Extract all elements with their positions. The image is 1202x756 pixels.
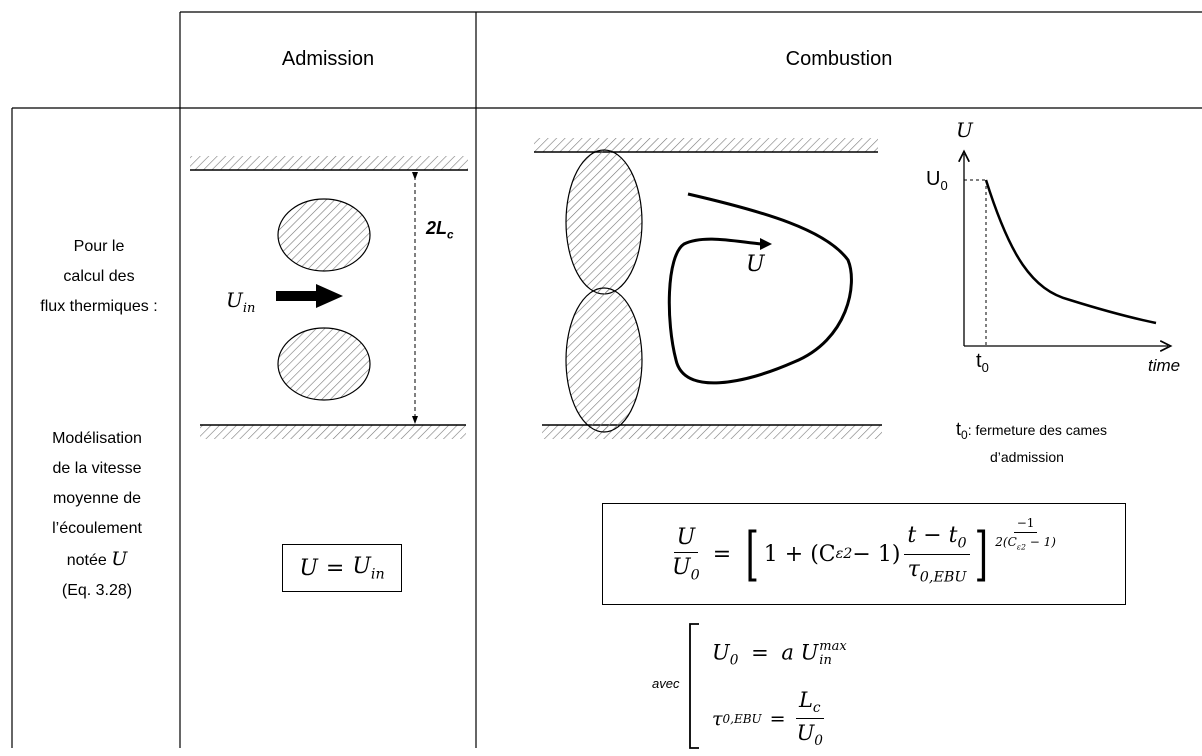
admission-valve-bottom	[277, 327, 371, 401]
left-line: Modélisation	[52, 430, 142, 447]
admission-valve-top	[277, 198, 371, 272]
swirl-flow-line	[667, 192, 853, 385]
eq-exponent-fraction: −1 2(Cε2 − 1)	[995, 516, 1056, 552]
admission-bottom-wall	[200, 425, 466, 439]
admission-top-wall	[190, 156, 468, 170]
inlet-arrow-shaft	[276, 291, 316, 301]
eq-lhs-fraction: U U0	[672, 524, 700, 584]
left-line: notée U	[66, 548, 128, 570]
avec-label: avec	[652, 676, 680, 691]
t0-note-line1: t0: fermeture des cames	[956, 419, 1107, 442]
combustion-diagram	[534, 138, 882, 439]
inlet-velocity-label: Uin	[226, 288, 256, 316]
combustion-valve-top	[565, 149, 643, 295]
left-var: U	[111, 548, 128, 570]
t0-note: t0: fermeture des cames d’admission	[956, 418, 1107, 468]
left-modeling-text: Modélisation de la vitesse moyenne de l’…	[14, 424, 180, 606]
t0-note-line2: d’admission	[990, 448, 1064, 465]
left-line: flux thermiques :	[40, 298, 158, 315]
inlet-arrow-head	[316, 284, 343, 308]
combustion-bottom-wall	[542, 425, 882, 439]
left-line: Pour le	[73, 238, 125, 255]
height-label: 2Lc	[426, 218, 454, 242]
eq-time-fraction: t − t0 τ0,EBU	[904, 523, 970, 585]
velocity-decay-graph	[900, 140, 1202, 390]
flow-velocity-label: U	[746, 252, 765, 277]
decay-curve	[984, 179, 1157, 325]
graph-t0-label: t0	[976, 350, 989, 375]
header-combustion: Combustion	[785, 48, 893, 70]
graph-y-label: U	[956, 118, 973, 142]
left-description: Pour le calcul des flux thermiques :	[14, 232, 184, 322]
system-bracket	[689, 623, 699, 749]
swirl-arrow-head	[760, 238, 772, 250]
graph-u0-label: U0	[926, 168, 948, 193]
graph-x-label: time	[1148, 356, 1181, 375]
left-line: moyenne de	[52, 490, 142, 507]
header-admission: Admission	[281, 48, 375, 70]
left-line: de la vitesse	[52, 460, 142, 477]
admission-equation: U = Uin	[282, 544, 402, 592]
admission-diagram	[190, 156, 468, 439]
combustion-top-wall	[534, 138, 878, 152]
combustion-valve-bottom	[565, 287, 643, 433]
left-line: calcul des	[63, 268, 135, 285]
left-line: l’écoulement	[52, 520, 142, 537]
left-eq-ref: (Eq. 3.28)	[61, 582, 133, 599]
